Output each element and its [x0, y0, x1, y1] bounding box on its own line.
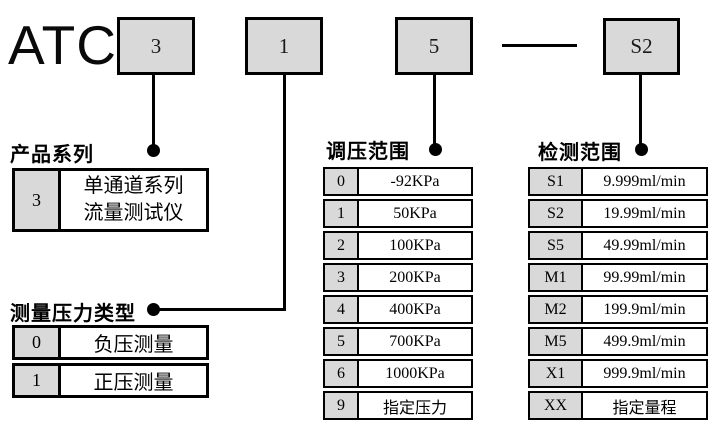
- row-value: 1000KPa: [385, 364, 445, 382]
- row-code: 0: [15, 328, 61, 357]
- table-row: M2 199.9ml/min: [528, 295, 708, 324]
- row-code: 0: [325, 169, 359, 194]
- table-row: 4 400KPa: [323, 295, 473, 324]
- row-code: 3: [15, 171, 61, 229]
- connector-regulation-line: [433, 75, 436, 145]
- table-row: 0 -92KPa: [323, 167, 473, 196]
- section-label-regulation-range: 调压范围: [326, 141, 410, 163]
- row-code: 1: [325, 201, 359, 226]
- row-code: 3: [325, 265, 359, 290]
- table-row: 3 单通道系列 流量测试仪: [12, 168, 209, 232]
- code-box-pressure-type: 1: [245, 17, 323, 75]
- row-value: 100KPa: [389, 236, 441, 254]
- row-value: 19.99ml/min: [603, 204, 686, 222]
- row-code: S2: [530, 201, 583, 226]
- row-value: 999.9ml/min: [603, 364, 686, 382]
- table-row: 3 200KPa: [323, 263, 473, 292]
- product-prefix: ATC: [8, 14, 117, 76]
- table-row: M1 99.99ml/min: [528, 263, 708, 292]
- code-box-regulation-range: 5: [395, 17, 473, 75]
- detection-range-table: S1 9.999ml/min S2 19.99ml/min S5 49.99ml…: [528, 167, 708, 423]
- row-value: 499.9ml/min: [603, 332, 686, 350]
- row-code: 4: [325, 297, 359, 322]
- row-value-line2: 流量测试仪: [83, 202, 184, 224]
- table-row: XX 指定量程: [528, 391, 708, 420]
- row-code: 2: [325, 233, 359, 258]
- table-row: M5 499.9ml/min: [528, 327, 708, 356]
- row-value: 400KPa: [389, 300, 441, 318]
- row-code: M5: [530, 329, 583, 354]
- row-code: X1: [530, 361, 583, 386]
- row-value: 199.9ml/min: [603, 300, 686, 318]
- row-value: 700KPa: [389, 332, 441, 350]
- connector-pressure-bullet: [147, 303, 160, 316]
- row-code: M1: [530, 265, 583, 290]
- table-row: 6 1000KPa: [323, 359, 473, 388]
- section-label-pressure-type: 测量压力类型: [10, 303, 136, 325]
- row-code: S5: [530, 233, 583, 258]
- row-value: 9.999ml/min: [603, 172, 686, 190]
- table-row: X1 999.9ml/min: [528, 359, 708, 388]
- row-code: XX: [530, 393, 583, 418]
- row-value: -92KPa: [390, 172, 440, 190]
- row-value: 200KPa: [389, 268, 441, 286]
- row-code: 9: [325, 393, 359, 418]
- table-row: 1 50KPa: [323, 199, 473, 228]
- connector-series-bullet: [147, 144, 160, 157]
- row-code: S1: [530, 169, 583, 194]
- row-code: 1: [15, 366, 61, 395]
- table-row: S5 49.99ml/min: [528, 231, 708, 260]
- pressure-type-table: 0 负压测量 1 正压测量: [12, 325, 209, 401]
- row-code: 5: [325, 329, 359, 354]
- connector-detection-bullet: [635, 143, 648, 156]
- code-separator-dash: [502, 44, 577, 47]
- row-value: 指定压力: [382, 399, 447, 417]
- row-value: 49.99ml/min: [603, 236, 686, 254]
- row-code: 6: [325, 361, 359, 386]
- regulation-range-table: 0 -92KPa 1 50KPa 2 100KPa 3 200KPa 4 400…: [323, 167, 473, 423]
- connector-pressure-vline: [283, 75, 286, 311]
- table-row: 0 负压测量: [12, 325, 209, 360]
- row-value: 单通道系列 流量测试仪: [61, 171, 206, 229]
- table-row: 1 正压测量: [12, 363, 209, 398]
- connector-series-line: [152, 74, 155, 147]
- row-code: M2: [530, 297, 583, 322]
- connector-detection-line: [639, 74, 642, 144]
- code-box-detection-range: S2: [603, 18, 680, 75]
- connector-regulation-bullet: [429, 143, 442, 156]
- product-series-table: 3 单通道系列 流量测试仪: [12, 168, 209, 235]
- row-value: 50KPa: [393, 204, 437, 222]
- table-row: S2 19.99ml/min: [528, 199, 708, 228]
- table-row: S1 9.999ml/min: [528, 167, 708, 196]
- table-row: 5 700KPa: [323, 327, 473, 356]
- code-box-series: 3: [117, 17, 195, 75]
- section-label-detection-range: 检测范围: [538, 142, 622, 164]
- row-value-line1: 单通道系列: [83, 175, 184, 197]
- section-label-product-series: 产品系列: [10, 144, 94, 166]
- row-value: 99.99ml/min: [603, 268, 686, 286]
- row-value: 正压测量: [93, 372, 174, 394]
- connector-pressure-hline: [158, 308, 286, 311]
- row-value: 指定量程: [612, 399, 677, 417]
- row-value: 负压测量: [93, 334, 174, 356]
- table-row: 2 100KPa: [323, 231, 473, 260]
- table-row: 9 指定压力: [323, 391, 473, 420]
